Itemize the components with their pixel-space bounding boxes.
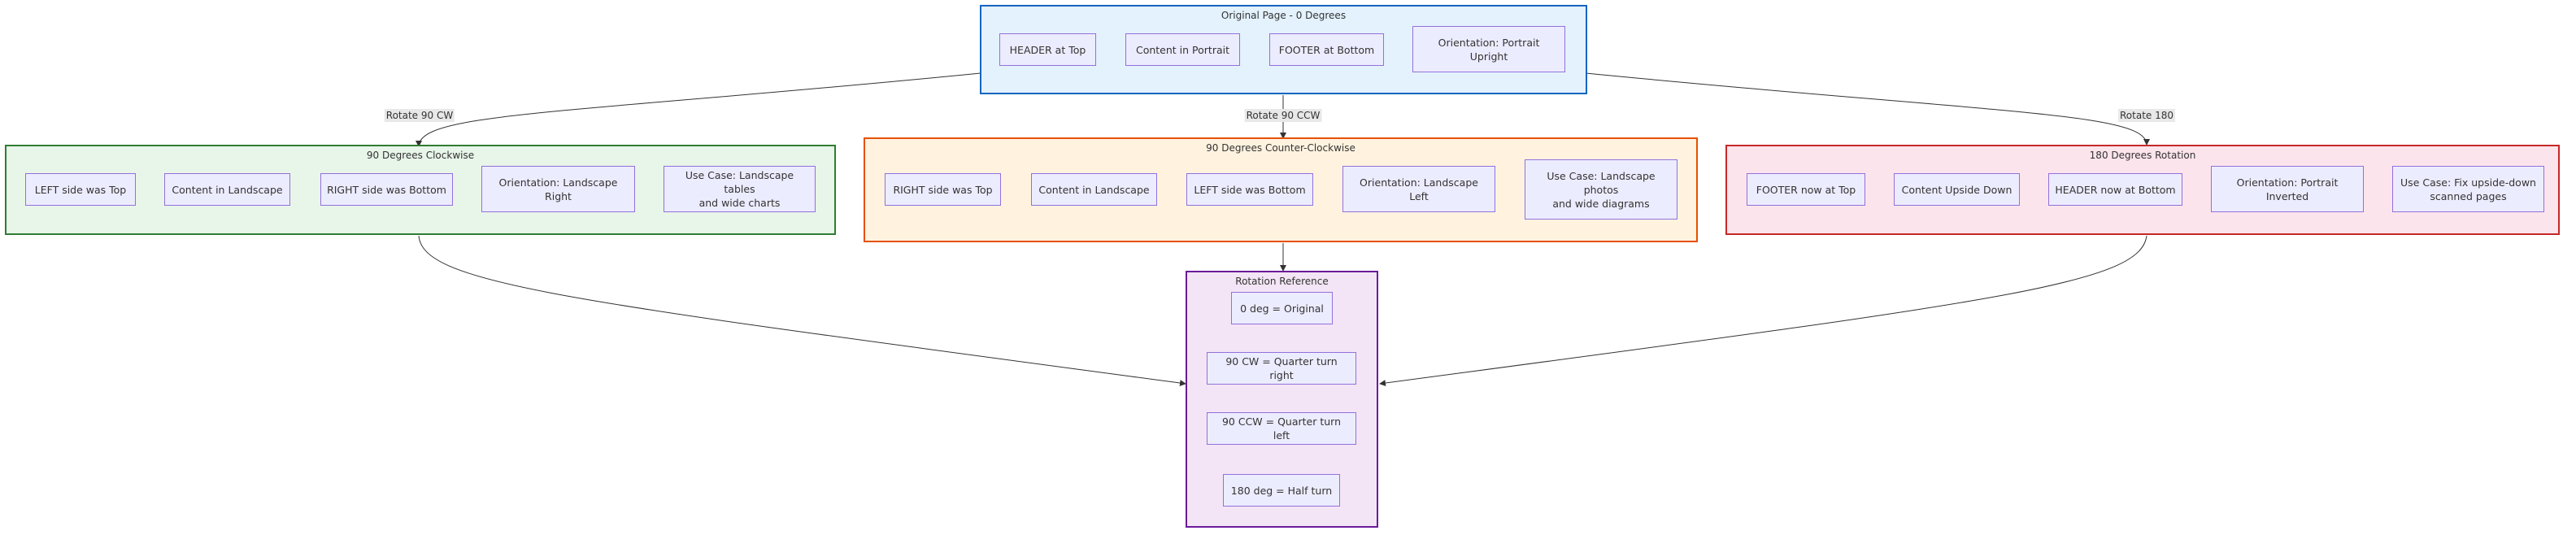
node-content-in-portrait: Content in Portrait bbox=[1125, 33, 1240, 66]
node-180-orientation-portrait-inverted: Orientation: Portrait Inverted bbox=[2211, 166, 2364, 212]
node-cw-right-side-was-bottom: RIGHT side was Bottom bbox=[320, 173, 453, 206]
node-ccw-right-side-was-top: RIGHT side was Top bbox=[885, 173, 1001, 206]
node-ref-180-deg: 180 deg = Half turn bbox=[1223, 474, 1340, 507]
cluster-180-title: 180 Degrees Rotation bbox=[2089, 150, 2196, 161]
node-cw-left-side-was-top: LEFT side was Top bbox=[25, 173, 136, 206]
node-ref-90-ccw: 90 CCW = Quarter turn left bbox=[1207, 412, 1356, 445]
edge-original-to-180 bbox=[1585, 72, 2150, 146]
cluster-cw-title: 90 Degrees Clockwise bbox=[366, 150, 475, 161]
cluster-ccw-title: 90 Degrees Counter-Clockwise bbox=[1206, 142, 1355, 154]
node-180-content-upside-down: Content Upside Down bbox=[1894, 173, 2020, 206]
node-cw-use-case: Use Case: Landscape tables and wide char… bbox=[664, 166, 816, 212]
node-ccw-orientation-landscape-left: Orientation: Landscape Left bbox=[1342, 166, 1495, 212]
node-ccw-left-side-was-bottom: LEFT side was Bottom bbox=[1186, 173, 1313, 206]
node-header-at-top: HEADER at Top bbox=[999, 33, 1096, 66]
node-ccw-use-case: Use Case: Landscape photos and wide diag… bbox=[1525, 159, 1677, 220]
edge-original-to-cw bbox=[416, 72, 981, 147]
cluster-original-title: Original Page - 0 Degrees bbox=[1221, 10, 1347, 21]
cluster-reference-title: Rotation Reference bbox=[1235, 276, 1329, 287]
node-cw-content-in-landscape: Content in Landscape bbox=[164, 173, 290, 206]
node-orientation-portrait-upright: Orientation: Portrait Upright bbox=[1412, 26, 1565, 72]
edge-180-to-ref bbox=[1379, 235, 2147, 387]
node-ref-0-deg: 0 deg = Original bbox=[1231, 292, 1333, 324]
node-ccw-content-in-landscape: Content in Landscape bbox=[1031, 173, 1157, 206]
node-180-use-case: Use Case: Fix upside-down scanned pages bbox=[2392, 166, 2544, 212]
edge-label-rotate-90-cw: Rotate 90 CW bbox=[384, 109, 455, 122]
node-ref-90-cw: 90 CW = Quarter turn right bbox=[1207, 352, 1356, 385]
node-footer-at-bottom: FOOTER at Bottom bbox=[1269, 33, 1384, 66]
edge-label-rotate-180: Rotate 180 bbox=[2117, 109, 2176, 122]
edge-cw-to-ref bbox=[418, 235, 1186, 387]
node-cw-orientation-landscape-right: Orientation: Landscape Right bbox=[481, 166, 635, 212]
node-180-footer-now-at-top: FOOTER now at Top bbox=[1747, 173, 1865, 206]
edge-label-rotate-90-ccw: Rotate 90 CCW bbox=[1244, 109, 1322, 122]
node-180-header-now-at-bottom: HEADER now at Bottom bbox=[2048, 173, 2182, 206]
